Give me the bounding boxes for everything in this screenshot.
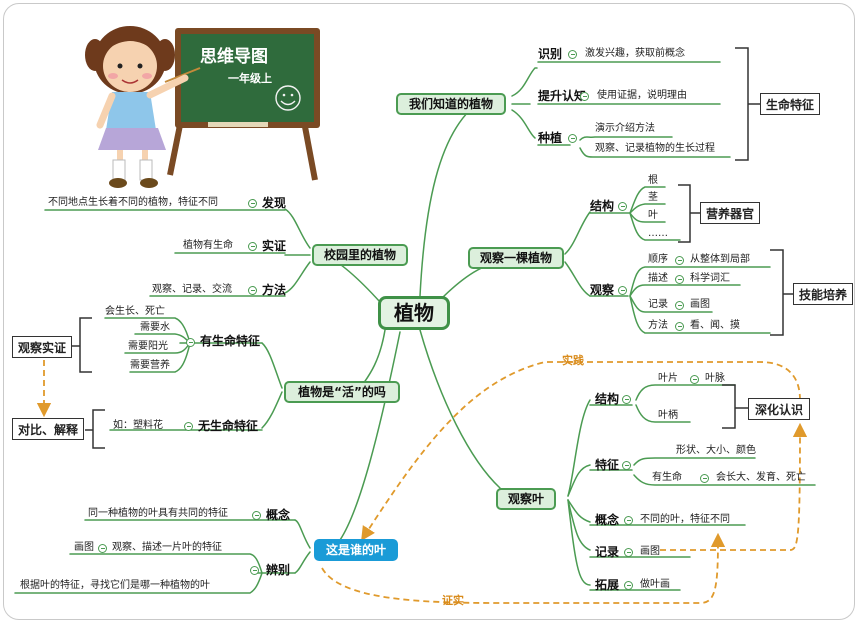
node-leaf-concept: 概念 — [595, 513, 620, 527]
branch-whose-leaf[interactable]: 这是谁的叶 — [314, 539, 398, 561]
collapse-icon[interactable] — [98, 544, 107, 553]
chalkboard-illustration — [167, 28, 320, 181]
identify-text: 激发兴趣，获取前概念 — [585, 48, 685, 59]
node-living: 有生命特征 — [200, 334, 261, 348]
collapse-icon[interactable] — [568, 50, 577, 59]
observe-val-3: 画图 — [690, 299, 710, 310]
node-structure: 结构 — [590, 199, 615, 213]
observe-val-4: 看、闻、摸 — [690, 320, 740, 331]
center-node[interactable]: 植物 — [378, 296, 450, 330]
node-observe: 观察 — [590, 283, 615, 297]
collapse-icon[interactable] — [250, 566, 259, 575]
feature-shape: 形状、大小、颜色 — [676, 445, 756, 456]
collapse-icon[interactable] — [675, 256, 684, 265]
summary-life-features: 生命特征 — [760, 93, 820, 115]
node-nonliving: 无生命特征 — [198, 419, 259, 433]
identify-match: 根据叶的特征，寻找它们是哪一种植物的叶 — [20, 580, 210, 591]
box-observe-evidence: 观察实证 — [12, 336, 72, 358]
identify-observe: 观察、描述一片叶的特征 — [112, 542, 222, 553]
summary-skills: 技能培养 — [793, 283, 853, 305]
part-leaf: 叶 — [648, 210, 658, 221]
living-item-3: 需要阳光 — [128, 341, 168, 352]
node-planting: 种植 — [538, 131, 563, 145]
branch-campus-plants[interactable]: 校园里的植物 — [312, 244, 408, 266]
collapse-icon[interactable] — [580, 92, 589, 101]
node-leaf-features: 特征 — [595, 458, 620, 472]
identify-draw: 画图 — [74, 542, 94, 553]
node-whose-concept: 概念 — [266, 508, 291, 522]
node-identify: 识别 — [538, 47, 563, 61]
annotation-practice: 实践 — [562, 354, 584, 367]
summary-deepen: 深化认识 — [748, 398, 810, 420]
node-leaf-structure: 结构 — [595, 392, 620, 406]
nonliving-text: 如：塑料花 — [113, 420, 163, 431]
observe-val-2: 科学词汇 — [690, 273, 730, 284]
node-method: 方法 — [262, 283, 287, 297]
node-leaf-record: 记录 — [595, 545, 620, 559]
collapse-icon[interactable] — [618, 202, 627, 211]
annotation-verify: 证实 — [442, 594, 464, 607]
leaf-stalk: 叶柄 — [658, 410, 678, 421]
collapse-icon[interactable] — [248, 286, 257, 295]
collapse-icon[interactable] — [624, 581, 633, 590]
collapse-icon[interactable] — [568, 134, 577, 143]
collapse-icon[interactable] — [624, 516, 633, 525]
planting-text-2: 观察、记录植物的生长过程 — [595, 143, 715, 154]
branch-observe-plant[interactable]: 观察一棵植物 — [468, 247, 564, 269]
part-stem: 茎 — [648, 192, 658, 203]
living-item-2: 需要水 — [140, 322, 170, 333]
box-compare-explain: 对比、解释 — [12, 418, 84, 440]
part-more: …… — [648, 228, 668, 239]
branch-is-alive[interactable]: 植物是“活”的吗 — [284, 381, 400, 403]
collapse-icon[interactable] — [622, 395, 631, 404]
method-text: 观察、记录、交流 — [152, 284, 232, 295]
node-discover: 发现 — [262, 196, 287, 210]
concept-text: 不同的叶，特征不同 — [640, 514, 730, 525]
observe-key-4: 方法 — [648, 320, 668, 331]
extend-text: 做叶画 — [640, 579, 670, 590]
node-whose-identify: 辨别 — [266, 563, 291, 577]
part-root: 根 — [648, 175, 658, 186]
discover-text: 不同地点生长着不同的植物，特征不同 — [48, 197, 218, 208]
collapse-icon[interactable] — [690, 375, 699, 384]
living-item-4: 需要营养 — [130, 360, 170, 371]
feature-grow: 会长大、发育、死亡 — [716, 472, 806, 483]
girl-illustration — [85, 26, 201, 188]
leaf-vein: 叶脉 — [705, 373, 725, 384]
observe-key-1: 顺序 — [648, 254, 668, 265]
collapse-icon[interactable] — [186, 338, 195, 347]
branch-known-plants[interactable]: 我们知道的植物 — [396, 93, 506, 115]
collapse-icon[interactable] — [622, 461, 631, 470]
cognition-text: 使用证据，说明理由 — [597, 90, 687, 101]
branch-observe-leaf[interactable]: 观察叶 — [496, 488, 556, 510]
planting-text-1: 演示介绍方法 — [595, 123, 655, 134]
chalkboard-title: 思维导图 — [200, 47, 268, 67]
record-text: 画图 — [640, 546, 660, 557]
collapse-icon[interactable] — [248, 242, 257, 251]
evidence-text: 植物有生命 — [183, 240, 233, 251]
summary-nutrient-organs: 营养器官 — [700, 202, 760, 224]
collapse-icon[interactable] — [252, 511, 261, 520]
chalkboard-subtitle: 一年级上 — [228, 72, 272, 85]
whose-concept-text: 同一种植物的叶具有共同的特征 — [88, 508, 228, 519]
leaf-blade: 叶片 — [658, 373, 678, 384]
collapse-icon[interactable] — [700, 474, 709, 483]
living-item-1: 会生长、死亡 — [105, 306, 165, 317]
collapse-icon[interactable] — [675, 275, 684, 284]
observe-key-2: 描述 — [648, 273, 668, 284]
collapse-icon[interactable] — [618, 286, 627, 295]
node-leaf-extend: 拓展 — [595, 578, 620, 592]
node-evidence: 实证 — [262, 239, 287, 253]
collapse-icon[interactable] — [624, 548, 633, 557]
node-cognition: 提升认知 — [538, 89, 587, 103]
observe-val-1: 从整体到局部 — [690, 254, 750, 265]
collapse-icon[interactable] — [248, 199, 257, 208]
collapse-icon[interactable] — [184, 422, 193, 431]
observe-key-3: 记录 — [648, 299, 668, 310]
page-frame — [3, 3, 855, 620]
collapse-icon[interactable] — [675, 322, 684, 331]
feature-alive: 有生命 — [652, 472, 682, 483]
collapse-icon[interactable] — [675, 301, 684, 310]
